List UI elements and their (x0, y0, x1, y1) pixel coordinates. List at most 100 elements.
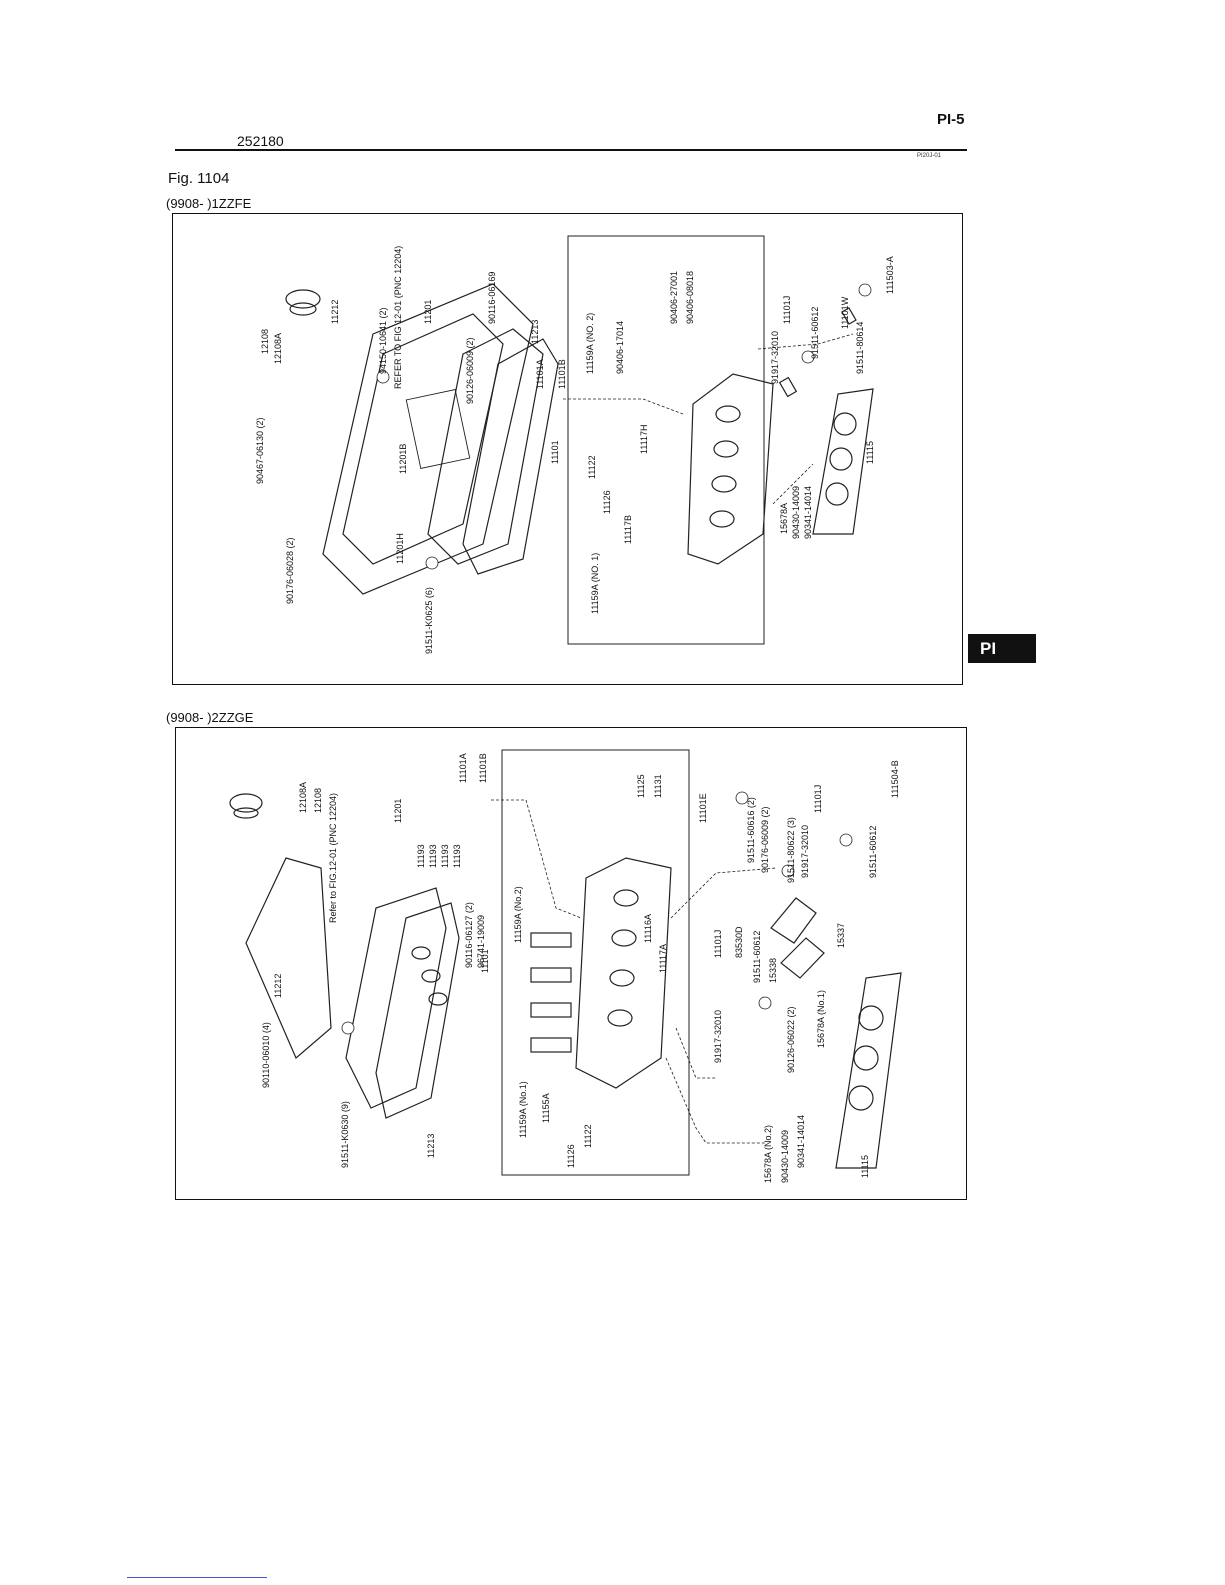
label-90176: 90176-06028 (2) (285, 537, 295, 604)
dash-line-2 (757, 333, 854, 350)
dash-line-2 (665, 1057, 766, 1144)
label-90176: 90176-06009 (2) (760, 806, 770, 873)
section-tab: PI (968, 634, 1036, 663)
port-3 (711, 475, 737, 493)
label-11101: 11101 (480, 949, 490, 973)
head-gasket (835, 972, 902, 1169)
label-11201B: 11201B (398, 444, 408, 474)
vvt-cover (780, 937, 825, 979)
label-11193d: 11193 (452, 844, 462, 868)
label-11117A: 11117A (658, 944, 668, 973)
label-11159A2: 11159A (No.2) (513, 886, 523, 943)
label-15678A2: 15678A (No.2) (763, 1125, 773, 1183)
label-91511-80622: 91511-80622 (3) (786, 817, 796, 883)
cam-journal-2 (530, 967, 572, 983)
oil-cap-gasket (233, 807, 259, 819)
cover-gasket (375, 902, 460, 1119)
label-91511k: 91511-K0625 (6) (424, 587, 434, 654)
label-11193b: 11193 (428, 844, 438, 868)
bolt-marker-b3 (858, 283, 872, 297)
label-11101J-b: 11101J (713, 930, 723, 958)
label-11101B: 11101B (557, 359, 567, 389)
cam-journal-4 (530, 1037, 572, 1053)
bottom-link-line (127, 1577, 267, 1578)
bolt-marker-b (425, 556, 439, 570)
label-90406a: 90406-27001 (669, 271, 679, 324)
label-11213: 11213 (426, 1134, 436, 1158)
plug-2 (421, 969, 441, 983)
bolt-marker-b2 (801, 350, 815, 364)
label-11101A: 11101A (458, 753, 468, 783)
label-11115: 11115 (860, 1155, 870, 1178)
label-15678A: 15678A (779, 503, 789, 534)
bolt-marker-b3 (839, 833, 853, 847)
cylinder-head (687, 373, 774, 565)
gasket-bore-1 (833, 412, 857, 436)
label-11116A: 11116A (643, 914, 653, 943)
head-gasket (812, 388, 874, 535)
label-91917b: 91917-32010 (713, 1010, 723, 1063)
label-11117B: 11117B (623, 515, 633, 544)
label-11201: 11201 (393, 799, 403, 823)
port-4 (607, 1009, 633, 1027)
label-90126: 90126-06009 (2) (465, 337, 475, 404)
label-90406c: 90406-17014 (615, 321, 625, 374)
page-code: PI20J-01 (917, 153, 942, 159)
cylinder-head-cover (245, 857, 332, 1059)
inner-box (501, 749, 690, 1176)
label-11159A1: 11159A (NO. 1) (590, 553, 600, 614)
label-11101J: 11101J (782, 296, 792, 324)
cylinder-head (575, 857, 672, 1089)
label-11125: 11125 (636, 774, 646, 798)
label-11131: 11131 (653, 774, 663, 798)
label-111503: 111503-A (885, 256, 895, 294)
bolt-marker-b4 (758, 996, 772, 1010)
label-90430: 90430-14009 (791, 486, 801, 539)
gasket-bore-2 (829, 447, 853, 471)
label-11212: 11212 (273, 974, 283, 998)
document-number: 252180 (237, 133, 284, 149)
gasket-bore-3 (825, 482, 849, 506)
label-11212: 11212 (330, 300, 340, 324)
label-11193a: 11193 (416, 844, 426, 868)
label-90110: 90110-06010 (4) (261, 1022, 271, 1088)
cam-journal-3 (530, 1002, 572, 1018)
label-91511a: 91511-60612 (810, 307, 820, 359)
bolt-marker-b5 (341, 1021, 355, 1035)
label-91511-60612: 91511-60612 (752, 931, 762, 983)
dash-line-1 (563, 398, 684, 415)
sensor (778, 376, 798, 398)
label-90116: 90116-06169 (487, 272, 497, 324)
gasket-bore-2 (853, 1045, 879, 1071)
label-12108A: 12108A (273, 333, 283, 364)
label-90406b: 90406-08018 (685, 271, 695, 324)
label-11101W: 11101W (840, 296, 850, 329)
label-11126: 11126 (566, 1144, 576, 1168)
label-refer: Refer to FIG.12-01 (PNC 12204) (328, 793, 338, 923)
oil-filler-cap (285, 289, 321, 309)
label-96741: 96741-19009 (476, 915, 486, 968)
label-15678A1: 15678A (No.1) (816, 990, 826, 1048)
label-refer: REFER TO FIG 12-01 (PNC 12204) (393, 246, 403, 389)
label-11101A: 11101A (535, 359, 545, 389)
diagram-2ZZGE: 12108A 12108 11201 11101A 11101B 11125 1… (175, 727, 967, 1200)
figure-title: Fig. 1104 (168, 170, 230, 187)
label-90430: 90430-14009 (780, 1130, 790, 1183)
cam-journal-1 (530, 932, 572, 948)
label-11159A2: 11159A (NO. 2) (585, 313, 595, 374)
label-11193c: 11193 (440, 844, 450, 868)
label-83530D: 83530D (734, 926, 744, 958)
label-11101E: 11101E (698, 793, 708, 823)
label-90341: 90341-14014 (803, 486, 813, 539)
dash-line-3 (670, 867, 777, 919)
label-11126: 11126 (602, 490, 612, 514)
port-1 (715, 405, 741, 423)
port-1 (613, 889, 639, 907)
label-11122: 11122 (583, 1124, 593, 1148)
diagram-1ZZFE: 12108 12108A 11212 94150-10641 (2) REFER… (172, 213, 963, 685)
label-12108A: 12108A (298, 782, 308, 813)
port-4 (709, 510, 735, 528)
plug-3 (428, 992, 448, 1006)
cover-inner-ridge (342, 313, 504, 565)
plug-1 (411, 946, 431, 960)
